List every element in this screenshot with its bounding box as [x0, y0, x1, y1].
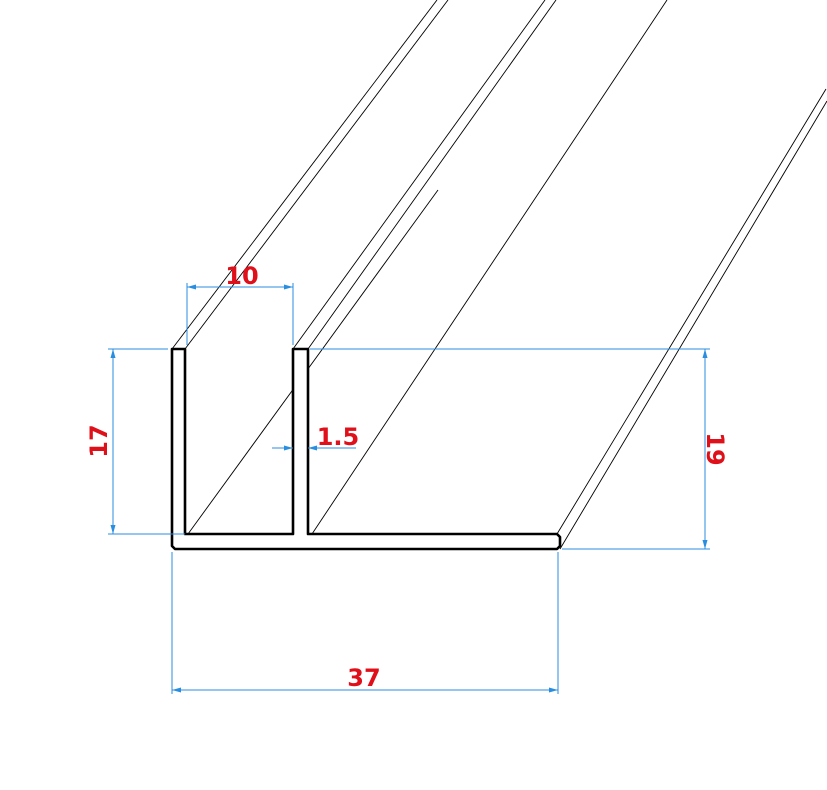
- arrowhead: [110, 525, 116, 534]
- dim-label-gap-width: 10: [225, 262, 258, 290]
- extrusion-line: [292, 0, 546, 350]
- arrowhead: [702, 349, 708, 358]
- extrusion-lines: [171, 0, 827, 550]
- extrusion-line: [556, 88, 827, 535]
- arrowhead: [702, 540, 708, 549]
- arrowhead: [549, 687, 558, 693]
- arrowhead: [187, 284, 196, 290]
- arrowhead: [284, 445, 293, 451]
- dimension-lines: [108, 283, 710, 694]
- extrusion-line: [171, 0, 438, 350]
- arrowhead: [284, 284, 293, 290]
- extrusion-line: [184, 0, 449, 350]
- extrusion-line: [307, 0, 557, 350]
- arrowheads: [110, 284, 708, 693]
- extrusion-line: [311, 0, 668, 535]
- arrowhead: [172, 687, 181, 693]
- arrowhead: [110, 349, 116, 358]
- dim-label-right-height: 19: [701, 432, 729, 465]
- profile-outline: [170, 347, 562, 551]
- dim-label-left-height: 17: [85, 424, 113, 457]
- dim-label-wall-thickness: 1.5: [317, 423, 360, 451]
- extrusion-line: [187, 189, 439, 535]
- arrowhead: [308, 445, 317, 451]
- dimension-labels: 10 17 1.5 19 37: [85, 262, 729, 692]
- extrusion-line: [559, 100, 827, 550]
- dim-label-total-width: 37: [347, 664, 380, 692]
